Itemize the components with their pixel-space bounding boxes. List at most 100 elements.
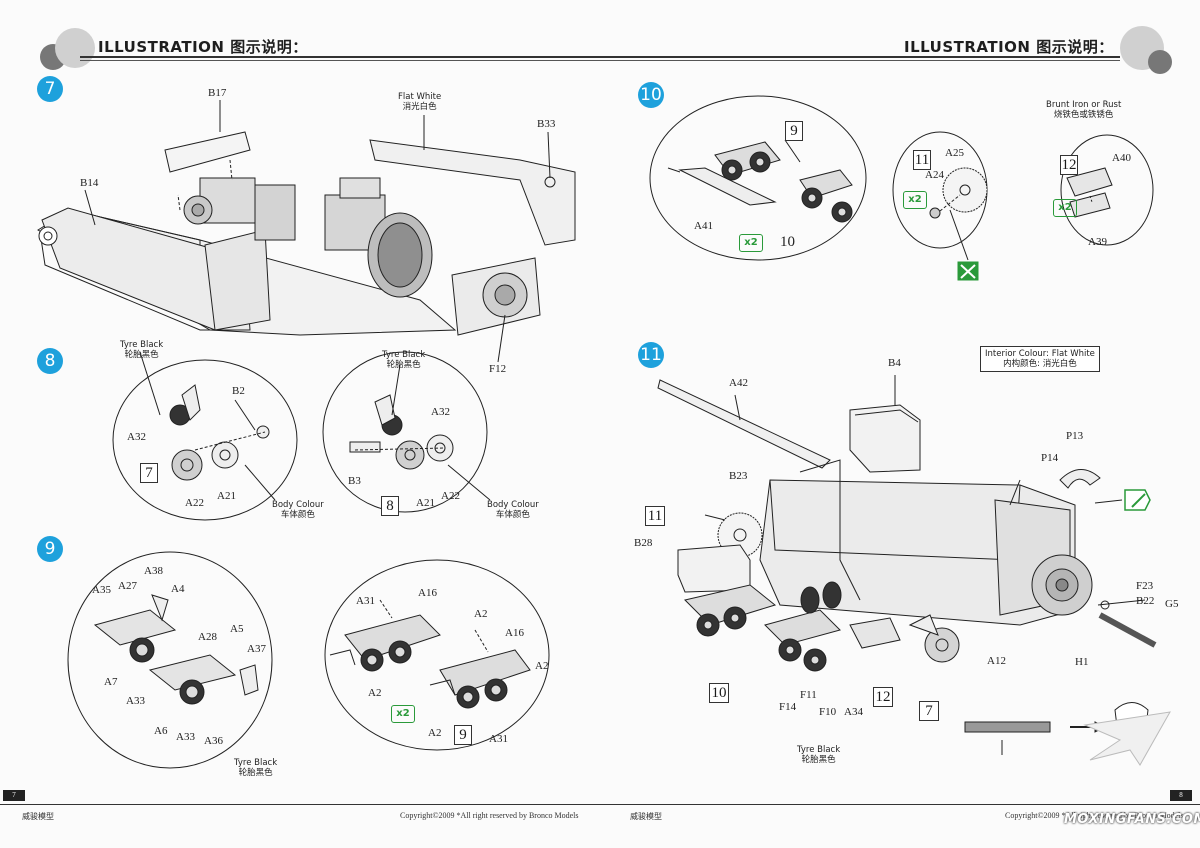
part-label: A33 [176, 731, 195, 743]
footer-brand: 威骏模型 [630, 812, 662, 821]
part-label: B28 [634, 537, 653, 549]
footer-brand: 威骏模型 [22, 812, 54, 821]
part-label: A22 [185, 497, 204, 509]
part-label: A41 [694, 220, 713, 232]
part-label: A4 [171, 583, 185, 595]
part-label: F23 [1136, 580, 1154, 592]
paint-note-tyre-black: Tyre Black 轮胎黑色 [797, 745, 840, 765]
note-text: Flat White 消光白色 [398, 92, 442, 112]
note-text: Tyre Black 轮胎黑色 [382, 350, 426, 370]
sub-assembly-ref: 12 [1060, 155, 1078, 175]
paint-note-rust: Brunt Iron or Rust 烧铁色或铁锈色 [1046, 100, 1121, 120]
part-label: A34 [844, 706, 863, 718]
part-label: A16 [418, 587, 437, 599]
part-label: A27 [118, 580, 137, 592]
footer-rule [0, 804, 600, 805]
part-label: G5 [1165, 598, 1179, 610]
part-label: A12 [987, 655, 1006, 667]
sub-assembly-ref: 7 [140, 463, 158, 483]
step-7-badge: 7 [37, 76, 63, 102]
part-label: A32 [127, 431, 146, 443]
part-label: B3 [348, 475, 361, 487]
part-label: B23 [729, 470, 748, 482]
paint-note-body-colour: Body Colour 车体颜色 [487, 500, 539, 520]
part-label: A2 [474, 608, 488, 620]
part-label: B14 [80, 177, 99, 189]
note-text: Brunt Iron or Rust 烧铁色或铁锈色 [1046, 100, 1122, 120]
sub-assembly-ref: 11 [645, 506, 665, 526]
part-label: F11 [800, 689, 817, 701]
header-disc-light [55, 28, 95, 68]
part-label: A2 [368, 687, 382, 699]
quantity-badge: x2 [391, 705, 415, 723]
part-label: A33 [126, 695, 145, 707]
step-8-diagram [112, 351, 491, 521]
paint-note-tyre-black: Tyre Black 轮胎黑色 [234, 758, 277, 778]
part-label: B22 [1136, 595, 1155, 607]
note-text: Tyre Black 轮胎黑色 [120, 340, 164, 360]
header-rule [600, 56, 1120, 58]
sub-assembly-ref: 9 [454, 725, 472, 745]
sub-assembly-ref: 9 [785, 121, 803, 141]
quantity-badge: x2 [1053, 199, 1077, 217]
page-title-right: ILLUSTRATION 图示说明： [904, 38, 1114, 56]
part-label: A28 [198, 631, 217, 643]
paint-note-flat-white: Flat White 消光白色 [398, 92, 441, 112]
part-label: B4 [888, 357, 901, 369]
step-9-diagram [67, 551, 550, 769]
right-page: ILLUSTRATION 图示说明： 10 [600, 0, 1200, 848]
part-label: A38 [144, 565, 163, 577]
paint-note-tyre-black: Tyre Black 轮胎黑色 [382, 350, 425, 370]
part-label: B33 [537, 118, 556, 130]
part-label: A35 [92, 584, 111, 596]
part-label: A42 [729, 377, 748, 389]
part-label: F10 [819, 706, 837, 718]
footer-rule [600, 804, 1200, 805]
part-label: A21 [217, 490, 236, 502]
part-label: P13 [1066, 430, 1084, 442]
page-title-left: ILLUSTRATION 图示说明： [98, 38, 308, 56]
part-label: A16 [505, 627, 524, 639]
part-label: A6 [154, 725, 168, 737]
footer-copyright: Copyright©2009 *All right reserved by Br… [1005, 811, 1184, 820]
sub-assembly-ref: 8 [381, 496, 399, 516]
paint-note-tyre-black: Tyre Black 轮胎黑色 [120, 340, 163, 360]
part-label: A24 [925, 169, 944, 181]
step-7-diagram [37, 100, 576, 363]
sub-assembly-ref: 10 [709, 683, 729, 703]
step-8-badge: 8 [37, 348, 63, 374]
page-number: 8 [1170, 790, 1192, 801]
header-rule-thin [80, 60, 600, 61]
part-label: A40 [1112, 152, 1131, 164]
step-10-badge: 10 [638, 82, 664, 108]
sub-assembly-ref: 12 [873, 687, 893, 707]
part-label: P14 [1041, 452, 1059, 464]
part-label: A31 [356, 595, 375, 607]
part-label: A37 [247, 643, 266, 655]
part-label: A2 [535, 660, 549, 672]
part-label: B17 [208, 87, 227, 99]
paint-note-body-colour: Body Colour 车体颜色 [272, 500, 324, 520]
left-page: ILLUSTRATION 图示说明： 7 [0, 28, 600, 821]
part-label: A2 [428, 727, 442, 739]
part-label: F14 [779, 701, 797, 713]
quantity-badge: x2 [739, 234, 763, 252]
note-text: Tyre Black 轮胎黑色 [797, 745, 841, 765]
note-text: Tyre Black 轮胎黑色 [234, 758, 278, 778]
part-label: H1 [1075, 656, 1089, 668]
step-9-badge: 9 [37, 536, 63, 562]
part-label: B2 [232, 385, 245, 397]
part-label: A7 [104, 676, 118, 688]
part-label: A5 [230, 623, 244, 635]
sub-assembly-ref: 11 [913, 150, 931, 170]
step-11-badge: 11 [638, 342, 664, 368]
step-11-diagram [657, 375, 1171, 766]
paint-note-interior: Interior Colour: Flat White 内构颜色: 消光白色 [980, 346, 1100, 372]
footer-copyright: Copyright©2009 *All right reserved by Br… [400, 811, 579, 820]
note-text: Interior Colour: Flat White 内构颜色: 消光白色 [985, 349, 1095, 369]
sub-assembly-ref: 7 [919, 701, 939, 721]
header-disc-dark [1148, 50, 1172, 74]
part-label: A32 [431, 406, 450, 418]
note-text: Body Colour 车体颜色 [487, 500, 539, 520]
header-rule-thin [600, 60, 1120, 61]
